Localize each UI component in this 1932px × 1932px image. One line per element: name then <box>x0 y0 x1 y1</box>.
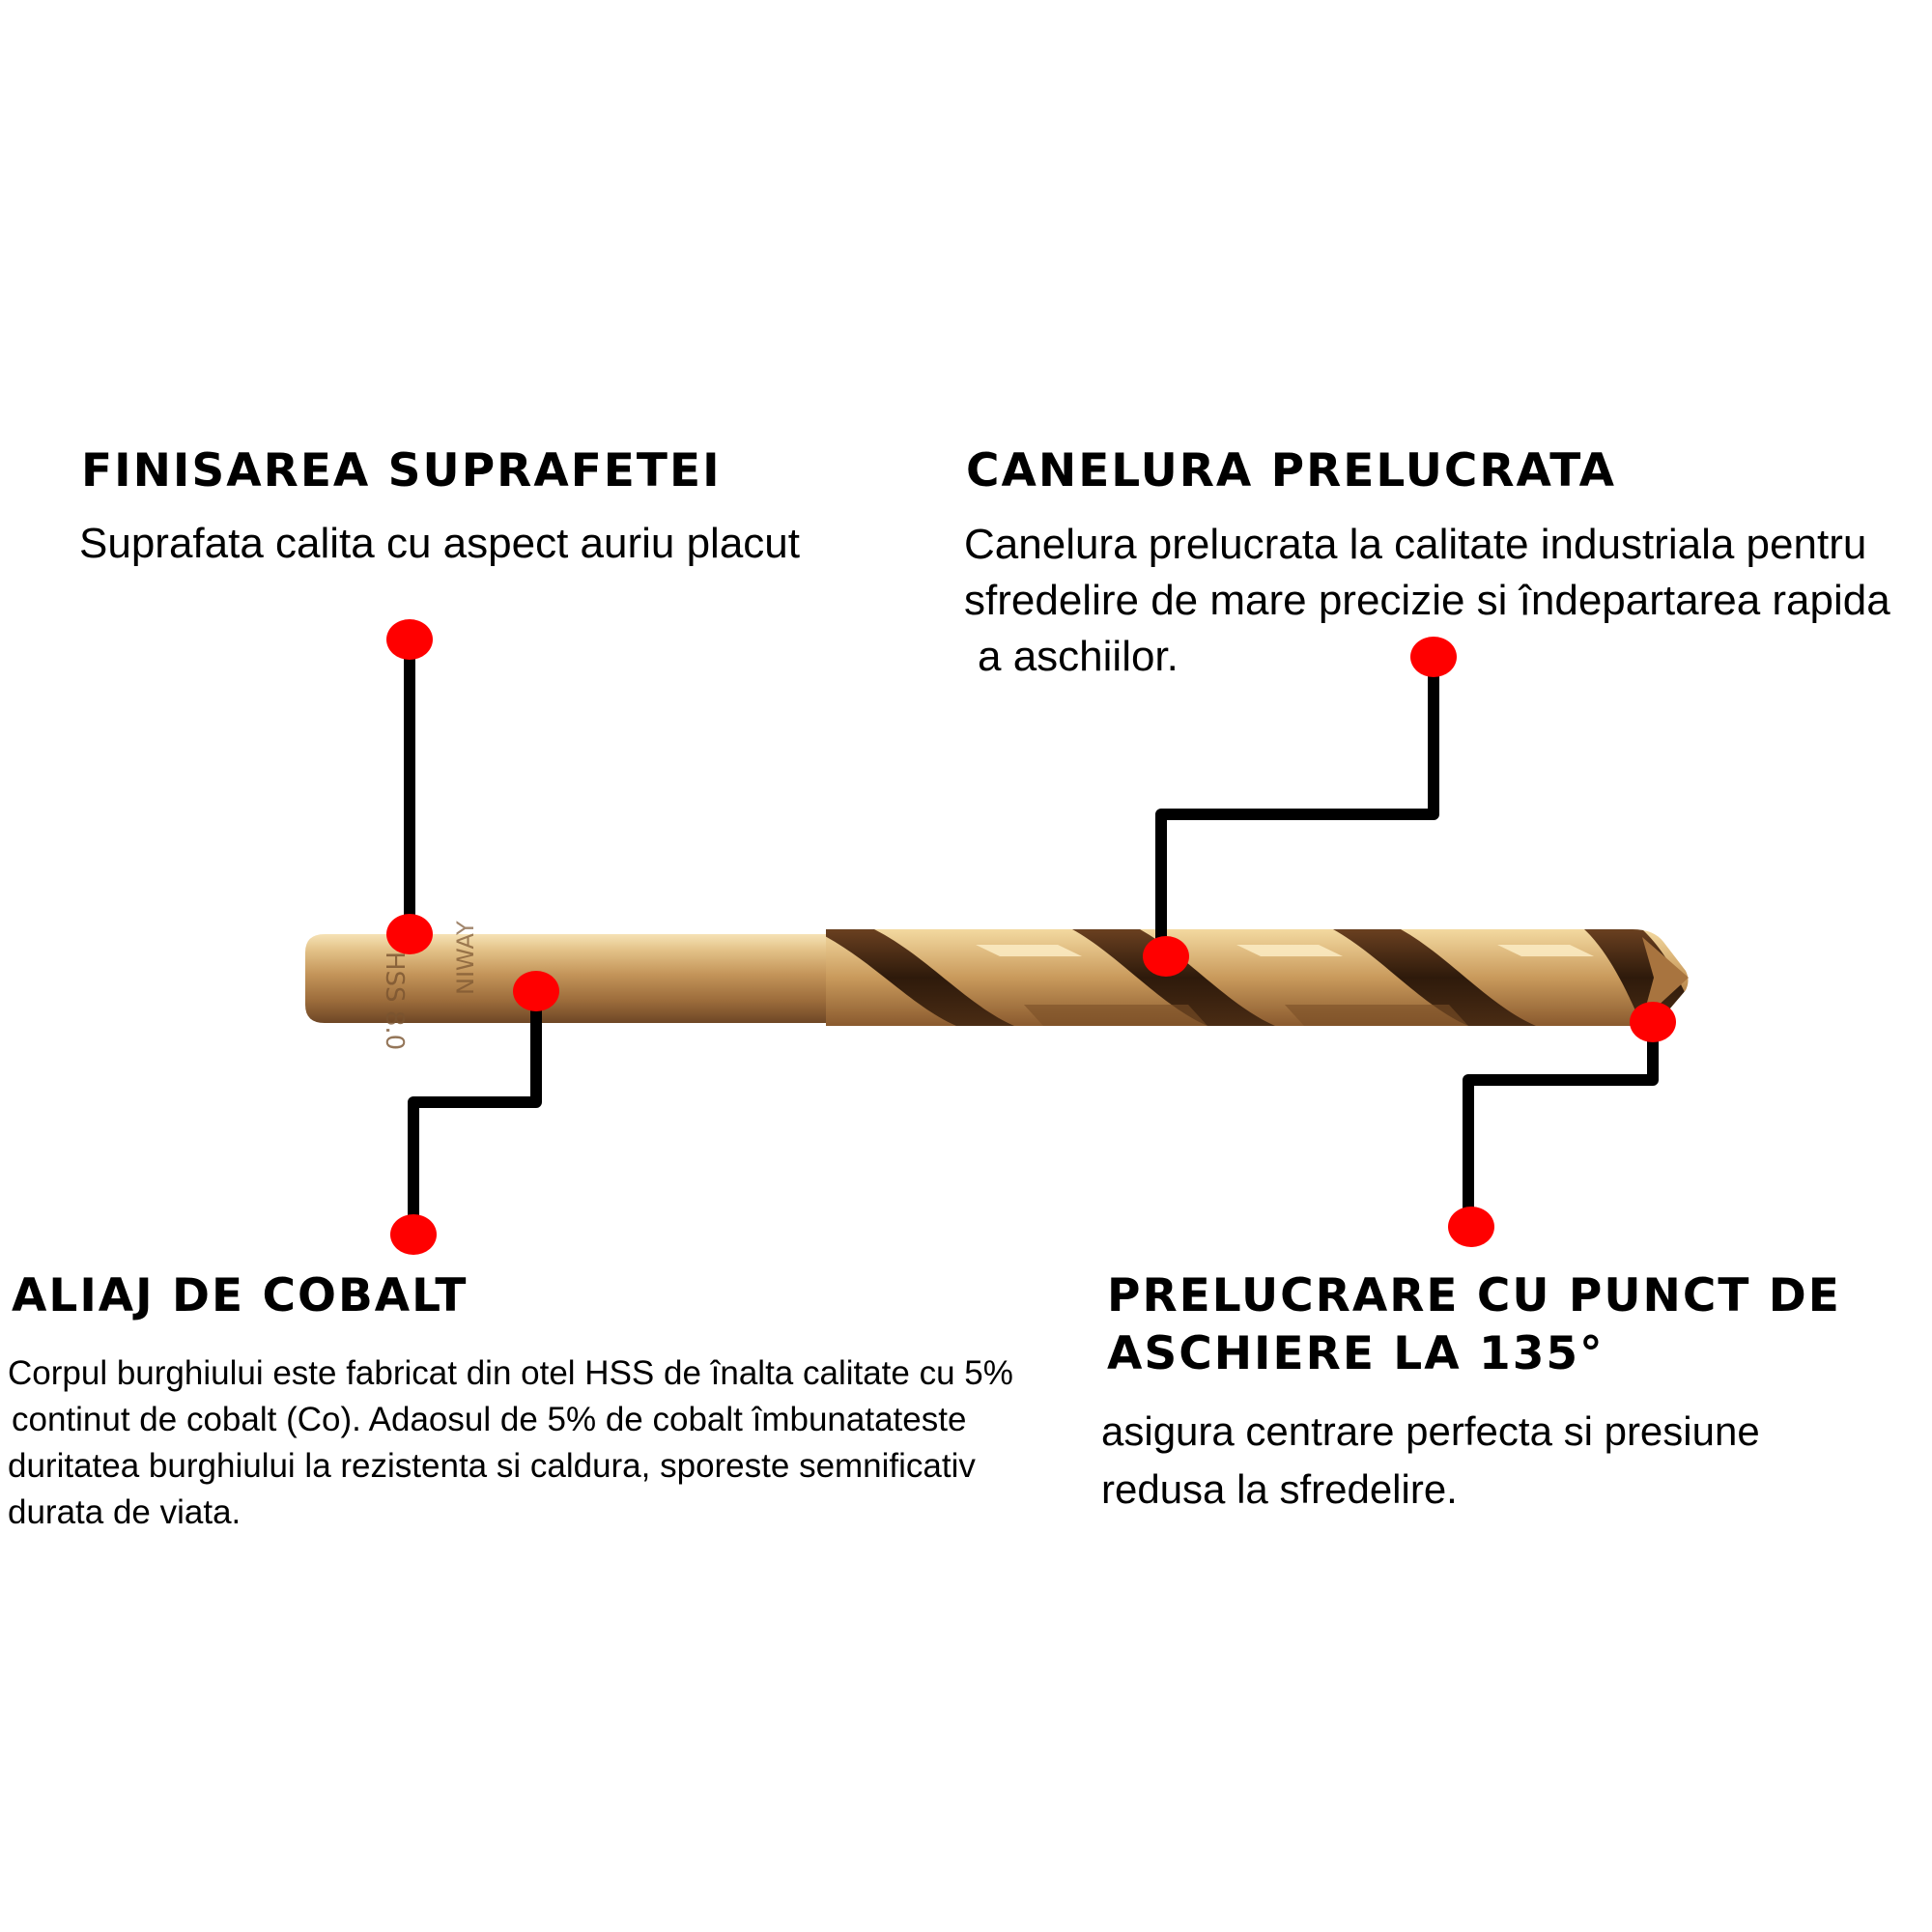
callout-line-flute <box>1155 651 1439 962</box>
marker-dot <box>1630 1002 1676 1042</box>
drill-flute-groove <box>1584 929 1689 1026</box>
shank-marking-brand: NIWAY <box>452 921 479 995</box>
desc-line: duritatea burghiului la rezistenta si ca… <box>8 1447 976 1485</box>
drill-flute-groove <box>826 929 1014 1026</box>
drill-land-highlight <box>1236 945 1343 956</box>
callout-title-cobalt: ALIAJ DE COBALT <box>12 1269 469 1322</box>
callout-markers <box>386 619 1676 1255</box>
drill-shank <box>305 934 840 1023</box>
marker-dot <box>390 1214 437 1255</box>
callout-line-cobalt <box>408 985 542 1237</box>
desc-line: Suprafata calita cu aspect auriu placut <box>79 520 801 567</box>
drill-land-highlight <box>976 945 1082 956</box>
marker-dot <box>386 619 433 660</box>
title-line: ASCHIERE LA 135° <box>1107 1327 1605 1380</box>
callout-desc-flute: Canelura prelucrata la calitate industri… <box>964 517 1890 685</box>
desc-line: redusa la sfredelire. <box>1101 1466 1458 1512</box>
callout-lines <box>404 634 1659 1237</box>
drill-bit: HSS 8.0 NIWAY <box>305 921 1689 1050</box>
marker-dot <box>1143 936 1189 977</box>
drill-land-shadow <box>1024 1005 1208 1026</box>
desc-line: a aschiilor. <box>978 633 1179 680</box>
marker-dot <box>1410 637 1457 677</box>
callout-desc-point: asigura centrare perfecta si presiune re… <box>1101 1403 1760 1519</box>
title-line: PRELUCRARE CU PUNCT DE <box>1107 1269 1841 1322</box>
desc-line: continut de cobalt (Co). Adaosul de 5% d… <box>12 1401 967 1438</box>
drill-flute-groove <box>1072 929 1275 1026</box>
callout-title-point: PRELUCRARE CU PUNCT DE ASCHIERE LA 135° <box>1107 1267 1841 1383</box>
callout-title-surface: FINISAREA SUPRAFETEI <box>81 444 722 497</box>
callout-desc-surface: Suprafata calita cu aspect auriu placut <box>79 517 800 570</box>
desc-line: Corpul burghiului este fabricat din otel… <box>8 1354 1013 1392</box>
desc-line: durata de viata. <box>8 1493 242 1531</box>
callout-desc-cobalt: Corpul burghiului este fabricat din otel… <box>8 1350 1013 1536</box>
marker-dot <box>513 971 559 1011</box>
drill-land-highlight <box>1497 945 1594 956</box>
drill-flute-groove <box>1333 929 1536 1026</box>
drill-land-shadow <box>1285 1005 1468 1026</box>
marker-dot <box>386 914 433 954</box>
callout-title-flute: CANELURA PRELUCRATA <box>966 444 1617 497</box>
marker-dot <box>1448 1207 1494 1247</box>
desc-line: asigura centrare perfecta si presiune <box>1101 1408 1760 1454</box>
desc-line: sfredelire de mare precizie si îndeparta… <box>964 577 1890 624</box>
desc-line: Canelura prelucrata la calitate industri… <box>964 521 1867 568</box>
drill-tip <box>1642 937 1689 1020</box>
shank-marking: HSS 8.0 <box>380 952 409 1050</box>
callout-line-point <box>1463 1016 1659 1231</box>
